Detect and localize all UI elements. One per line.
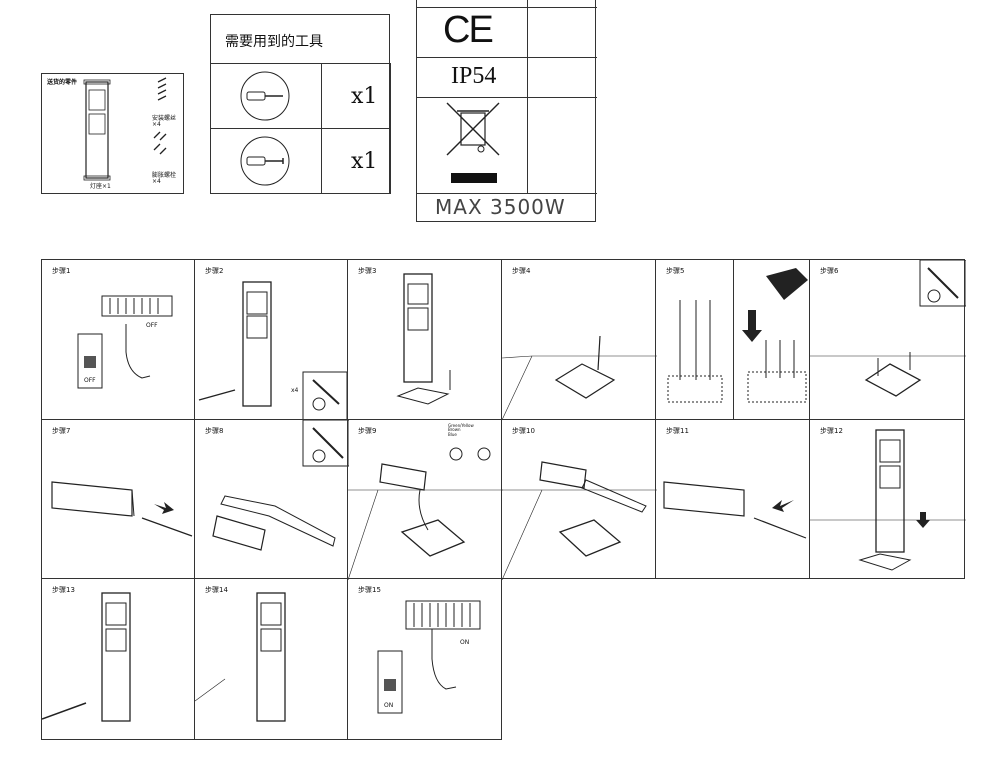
parts-illustration: [83, 77, 167, 181]
steps-grid: 步骤1 OFF OFF 步骤2 x4 步骤3: [41, 259, 966, 740]
step-5: 步骤5: [655, 259, 810, 420]
step-7: 步骤7: [41, 419, 195, 579]
on-label-small: ON: [384, 702, 394, 709]
wire-legend: Green/Yellow Brown Blue: [448, 423, 474, 437]
step-15: 步骤15 ON ON: [347, 578, 502, 740]
step-11: 步骤11: [655, 419, 810, 579]
step-10: 步骤10: [501, 419, 657, 580]
step-14: 步骤14: [194, 578, 348, 740]
weee-bin-icon: [446, 102, 500, 183]
step-8: 步骤8: [194, 419, 349, 579]
step-9: 步骤9 Green/Yellow Brown Blue: [347, 419, 503, 580]
step-13: 步骤13: [41, 578, 195, 740]
anchors-label: 膨胀螺栓×4: [152, 172, 177, 185]
screws-label: 安装螺丝×4: [152, 115, 177, 128]
step-2: 步骤2 x4: [194, 259, 348, 421]
flat-screwdriver-icon: [240, 136, 290, 186]
off-label-small: OFF: [84, 377, 96, 384]
tools-box: 需要用到的工具 x1 x1: [210, 14, 391, 194]
step-3: 步骤3: [347, 259, 502, 420]
x4-label: x4: [291, 387, 299, 394]
parts-box: 送货的零件 安装螺丝×4 膨胀螺栓×4 灯座×1: [41, 73, 184, 194]
step-6: 步骤6: [809, 259, 966, 420]
ce-mark: CE: [443, 9, 494, 51]
cert-box: CE IP54 MAX 3500W: [416, 0, 597, 222]
step-12: 步骤12: [809, 419, 966, 579]
tool-qty-2: x1: [351, 149, 378, 174]
tool-row-2: x1: [210, 128, 391, 194]
tools-title: 需要用到的工具: [225, 34, 323, 50]
on-label: ON: [460, 639, 470, 646]
off-label: OFF: [146, 322, 158, 329]
tool-row-1: x1: [210, 63, 391, 129]
step-4: 步骤4: [501, 259, 657, 421]
step-1: 步骤1 OFF OFF: [41, 259, 195, 420]
tool-qty-1: x1: [351, 84, 378, 109]
ip-rating: IP54: [451, 63, 497, 89]
max-power: MAX 3500W: [435, 195, 566, 219]
parts-title: 送货的零件: [47, 79, 78, 86]
phillips-screwdriver-icon: [240, 71, 290, 121]
lamp-label: 灯座×1: [90, 183, 111, 190]
